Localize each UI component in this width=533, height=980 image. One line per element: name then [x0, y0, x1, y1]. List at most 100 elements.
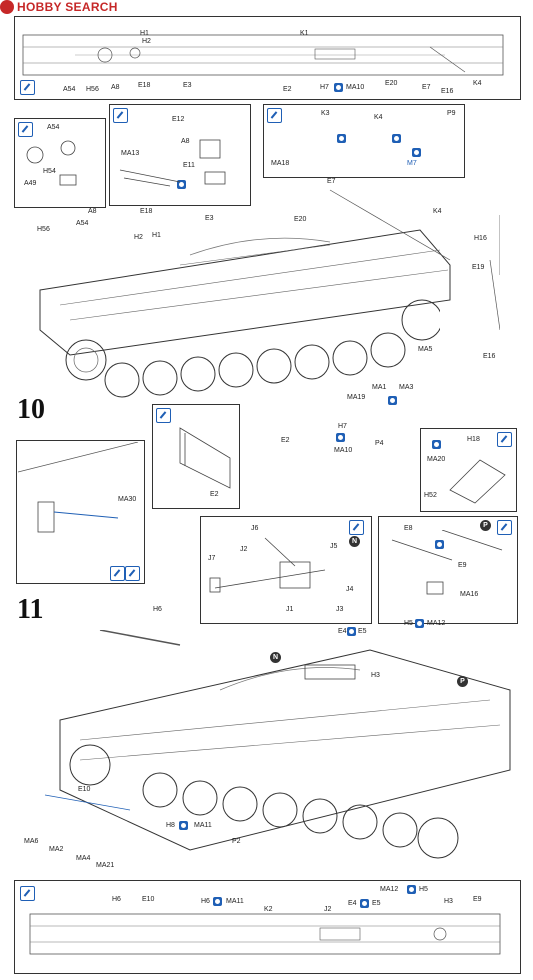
detail-h18-drawing [449, 459, 506, 504]
label-ma11: MA11 [226, 898, 244, 905]
label-k4: K4 [473, 80, 482, 87]
cement-icon [497, 432, 512, 447]
decal-icon [177, 180, 186, 189]
detail-box-e12 [109, 104, 251, 206]
step10-hull-drawing [39, 189, 500, 356]
label-ma12: MA12 [427, 620, 446, 627]
label-j2: J2 [324, 906, 332, 913]
label-a54: A54 [76, 220, 89, 227]
decal-icon [334, 83, 343, 92]
label-h6: H6 [153, 606, 162, 613]
label-e20: E20 [385, 80, 398, 87]
label-e5: E5 [372, 900, 381, 907]
label-h56: H56 [37, 226, 50, 233]
label-h2: H2 [142, 38, 151, 45]
cement-icon [113, 108, 128, 123]
decal-icon [412, 148, 421, 157]
label-h5: H5 [419, 886, 428, 893]
optional-p-icon: P [480, 520, 491, 531]
label-h1: H1 [152, 232, 161, 239]
decal-icon [407, 885, 416, 894]
label-ma11: MA11 [194, 822, 212, 829]
label-j3: J3 [336, 606, 344, 613]
decal-icon [432, 440, 441, 449]
label-h1: H1 [140, 30, 149, 37]
label-h7: H7 [320, 84, 329, 91]
label-ma2: MA2 [49, 846, 64, 853]
decal-icon [388, 396, 397, 405]
label-e11: E11 [183, 162, 195, 169]
label-e20: E20 [294, 216, 307, 223]
label-ma19: MA19 [347, 394, 366, 401]
cement-icon [20, 886, 35, 901]
label-e16: E16 [483, 353, 496, 360]
label-ma1: MA1 [372, 384, 387, 391]
bottom-strip-drawing [29, 913, 501, 955]
label-e19: E19 [472, 264, 485, 271]
label-h6: H6 [201, 898, 210, 905]
watermark-text: HOBBY SEARCH [17, 0, 118, 14]
detail-box-k3 [263, 104, 465, 178]
step-number-11: 11 [17, 594, 44, 625]
label-e8: E8 [404, 525, 413, 532]
decal-icon [347, 627, 356, 636]
label-h16: H16 [474, 235, 487, 242]
label-e9: E9 [473, 896, 482, 903]
detail-box-j [200, 516, 372, 624]
label-e18: E18 [140, 208, 153, 215]
label-ma4: MA4 [76, 855, 91, 862]
label-j6: J6 [251, 525, 259, 532]
decal-icon [435, 540, 444, 549]
optional-p-icon: P [457, 676, 468, 687]
label-j7: J7 [208, 555, 216, 562]
top-strip-panel [14, 16, 521, 100]
label-j5: J5 [330, 543, 338, 550]
top-strip-drawing [22, 34, 504, 76]
label-e2: E2 [210, 491, 219, 498]
label-e2: E2 [281, 437, 290, 444]
cement-icon [267, 108, 282, 123]
detail-ma30-drawing [18, 442, 139, 533]
label-j1: J1 [286, 606, 294, 613]
cement-icon [110, 566, 125, 581]
label-h5: H5 [404, 620, 413, 627]
step10-wheels-drawing [65, 299, 440, 398]
label-h7: H7 [338, 423, 347, 430]
label-ma18: MA18 [271, 160, 290, 167]
label-ma16: MA16 [460, 591, 479, 598]
label-e4: E4 [338, 628, 347, 635]
label-a49: A49 [24, 180, 37, 187]
label-e10: E10 [142, 896, 155, 903]
label-ma20: MA20 [427, 456, 446, 463]
label-h8: H8 [166, 822, 175, 829]
label-ma21: MA21 [96, 862, 115, 869]
label-e16: E16 [441, 88, 454, 95]
label-a8: A8 [111, 84, 120, 91]
label-h52: H52 [424, 492, 437, 499]
decal-icon [179, 821, 188, 830]
label-ma6: MA6 [24, 838, 39, 845]
label-e7: E7 [422, 84, 431, 91]
detail-e2-drawing [179, 427, 231, 489]
label-k4: K4 [374, 114, 383, 121]
label-e5: E5 [358, 628, 367, 635]
step11-hull-drawing [44, 630, 511, 851]
step-number-10: 10 [17, 394, 45, 425]
detail-e8-drawing [391, 530, 503, 595]
label-ma10: MA10 [334, 447, 353, 454]
label-a8: A8 [88, 208, 97, 215]
label-e3: E3 [183, 82, 192, 89]
detail-e12-drawing [119, 139, 226, 187]
bottom-strip-panel [14, 880, 521, 974]
decal-icon [360, 899, 369, 908]
cement-icon [497, 520, 512, 535]
watermark: HOBBY SEARCH [0, 0, 118, 14]
label-j4: J4 [346, 586, 354, 593]
decal-icon [392, 134, 401, 143]
label-h18: H18 [467, 436, 480, 443]
label-p9: P9 [447, 110, 456, 117]
detail-box-e8 [378, 516, 518, 624]
label-h3: H3 [371, 672, 380, 679]
cement-icon [156, 408, 171, 423]
label-j2: J2 [240, 546, 248, 553]
